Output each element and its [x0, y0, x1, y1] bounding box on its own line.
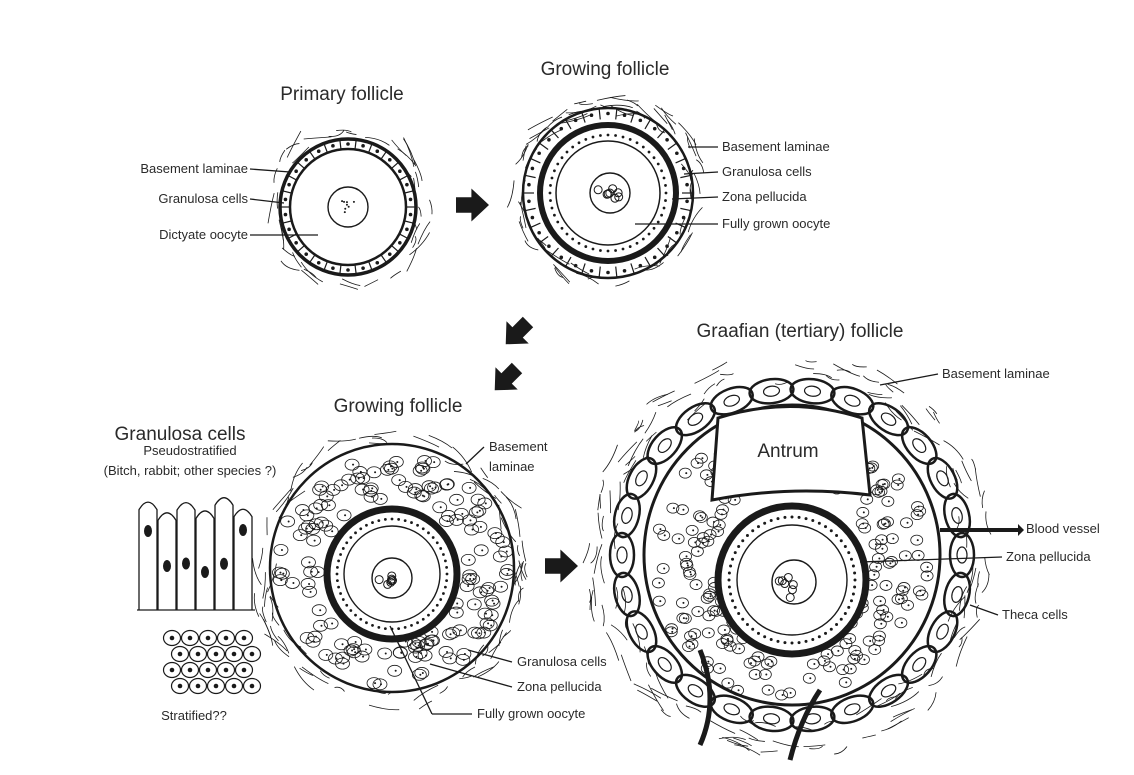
- graafian-follicle-title: Graafian (tertiary) follicle: [697, 321, 904, 342]
- granulosa-cells-title: Granulosa cells: [115, 424, 246, 445]
- growing-top-label-granulosa-cells: Granulosa cells: [722, 164, 812, 179]
- growing-bottom-label-basement-line2: laminae: [489, 459, 535, 474]
- growing-bottom-label-zona-pellucida: Zona pellucida: [517, 679, 602, 694]
- stratified-caption: Stratified??: [161, 708, 227, 723]
- graafian-label-theca-cells: Theca cells: [1002, 607, 1068, 622]
- granulosa-cells-drawing: [137, 498, 261, 694]
- growing-bottom-label-granulosa-cells: Granulosa cells: [517, 654, 607, 669]
- species-note-label: (Bitch, rabbit; other species ?): [104, 463, 277, 478]
- primary-label-granulosa-cells: Granulosa cells: [158, 191, 248, 206]
- arrow-primary-to-growing: [456, 189, 489, 222]
- graafian-label-zona-pellucida: Zona pellucida: [1006, 549, 1091, 564]
- graafian-follicle-drawing: [583, 361, 1024, 760]
- primary-label-dictyate-oocyte: Dictyate oocyte: [159, 227, 248, 242]
- pseudostratified-label: Pseudostratified: [143, 443, 236, 458]
- primary-label-basement-laminae: Basement laminae: [140, 161, 248, 176]
- graafian-label-blood-vessel: Blood vessel: [1026, 521, 1100, 536]
- growing-follicle-bottom-drawing: [252, 431, 527, 714]
- growing-follicle-bottom-title: Growing follicle: [334, 396, 463, 417]
- antrum-label: Antrum: [757, 441, 818, 462]
- growing-bottom-label-fully-grown-oocyte: Fully grown oocyte: [477, 706, 585, 721]
- growing-follicle-top-title: Growing follicle: [541, 59, 670, 80]
- arrow-growing-to-graafian: [545, 550, 578, 583]
- primary-follicle-drawing: [250, 130, 432, 289]
- growing-bottom-label-basement-line1: Basement: [489, 439, 548, 454]
- growing-top-label-basement-laminae: Basement laminae: [722, 139, 830, 154]
- growing-top-label-zona-pellucida: Zona pellucida: [722, 189, 807, 204]
- growing-follicle-top-drawing: [507, 96, 718, 287]
- graafian-label-basement-laminae: Basement laminae: [942, 366, 1050, 381]
- growing-top-label-fully-grown-oocyte: Fully grown oocyte: [722, 216, 830, 231]
- arrows-to-bottom-growing: [484, 311, 540, 402]
- primary-follicle-title: Primary follicle: [280, 84, 404, 105]
